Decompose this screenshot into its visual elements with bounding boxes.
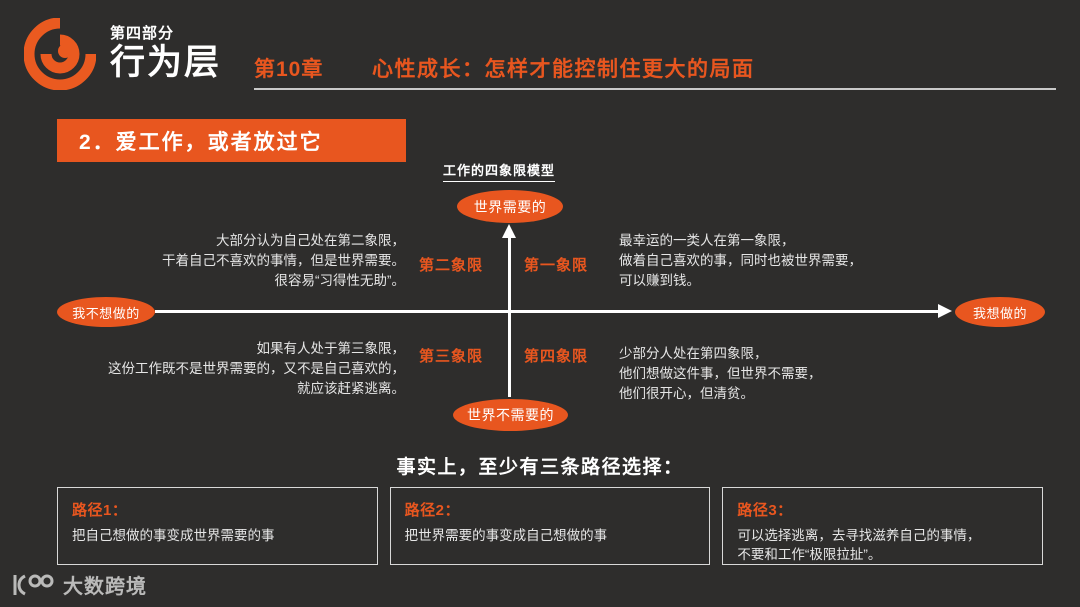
header-divider — [254, 88, 1056, 90]
axis-label-bottom: 世界不需要的 — [453, 399, 568, 431]
vertical-axis-arrow-icon — [502, 224, 516, 238]
quadrant-description-third: 如果有人处于第三象限， 这份工作既不是世界需要的，又不是自己喜欢的， 就应该赶紧… — [108, 341, 405, 396]
quadrant-label-fourth: 第四象限 — [524, 348, 589, 365]
paths-heading: 事实上，至少有三条路径选择： — [396, 457, 684, 478]
path-card-title: 路径2： — [404, 502, 461, 519]
path-card-body: 把世界需要的事变成自己想做的事 — [404, 528, 608, 543]
chapter-number: 第10章 — [254, 58, 324, 81]
quadrant-description-second: 大部分认为自己处在第二象限， 干着自己不喜欢的事情，但是世界需要。 很容易“习得… — [162, 233, 405, 288]
path-card-body: 把自己想做的事变成世界需要的事 — [72, 528, 275, 543]
watermark-logo-icon — [13, 574, 54, 595]
path-card: 路径3： 可以选择逃离，去寻找滋养自己的事情， 不要和工作“极限拉扯”。 — [722, 487, 1044, 565]
path-card-title: 路径1： — [72, 502, 128, 519]
brand-logo-icon — [24, 18, 96, 90]
quadrant-label-first: 第一象限 — [524, 257, 589, 274]
diagram-title: 工作的四象限模型 — [443, 160, 556, 182]
watermark: 大数跨境 — [10, 570, 147, 599]
axis-label-left: 我不想做的 — [57, 297, 155, 327]
vertical-axis-line — [508, 235, 511, 397]
horizontal-axis-line — [155, 310, 940, 313]
watermark-text: 大数跨境 — [63, 576, 147, 598]
path-card: 路径1： 把自己想做的事变成世界需要的事 — [57, 487, 378, 565]
path-card: 路径2： 把世界需要的事变成自己想做的事 — [389, 487, 711, 565]
section-banner: 2．爱工作，或者放过它 — [57, 119, 406, 162]
part-label: 第四部分 — [110, 25, 175, 42]
quadrant-description-fourth: 少部分人处在第四象限， 他们想做这件事，但世界不需要， 他们很开心，但清贫。 — [619, 346, 822, 401]
part-title: 行为层 — [110, 43, 222, 82]
path-card-title: 路径3： — [737, 502, 793, 519]
paths-row: 路径1： 把自己想做的事变成世界需要的事 路径2： 把世界需要的事变成自己想做的… — [57, 487, 1044, 565]
horizontal-axis-arrow-icon — [938, 304, 952, 318]
axis-label-right: 我想做的 — [955, 297, 1045, 327]
axis-label-top: 世界需要的 — [457, 190, 563, 223]
section-banner-label: 2．爱工作，或者放过它 — [79, 130, 323, 154]
quadrant-label-second: 第二象限 — [419, 257, 484, 274]
path-card-body: 可以选择逃离，去寻找滋养自己的事情， 不要和工作“极限拉扯”。 — [737, 528, 981, 562]
quadrant-description-first: 最幸运的一类人在第一象限， 做着自己喜欢的事，同时也被世界需要， 可以赚到钱。 — [619, 233, 862, 288]
quadrant-label-third: 第三象限 — [419, 348, 484, 365]
chapter-title: 心性成长：怎样才能控制住更大的局面 — [372, 58, 755, 81]
